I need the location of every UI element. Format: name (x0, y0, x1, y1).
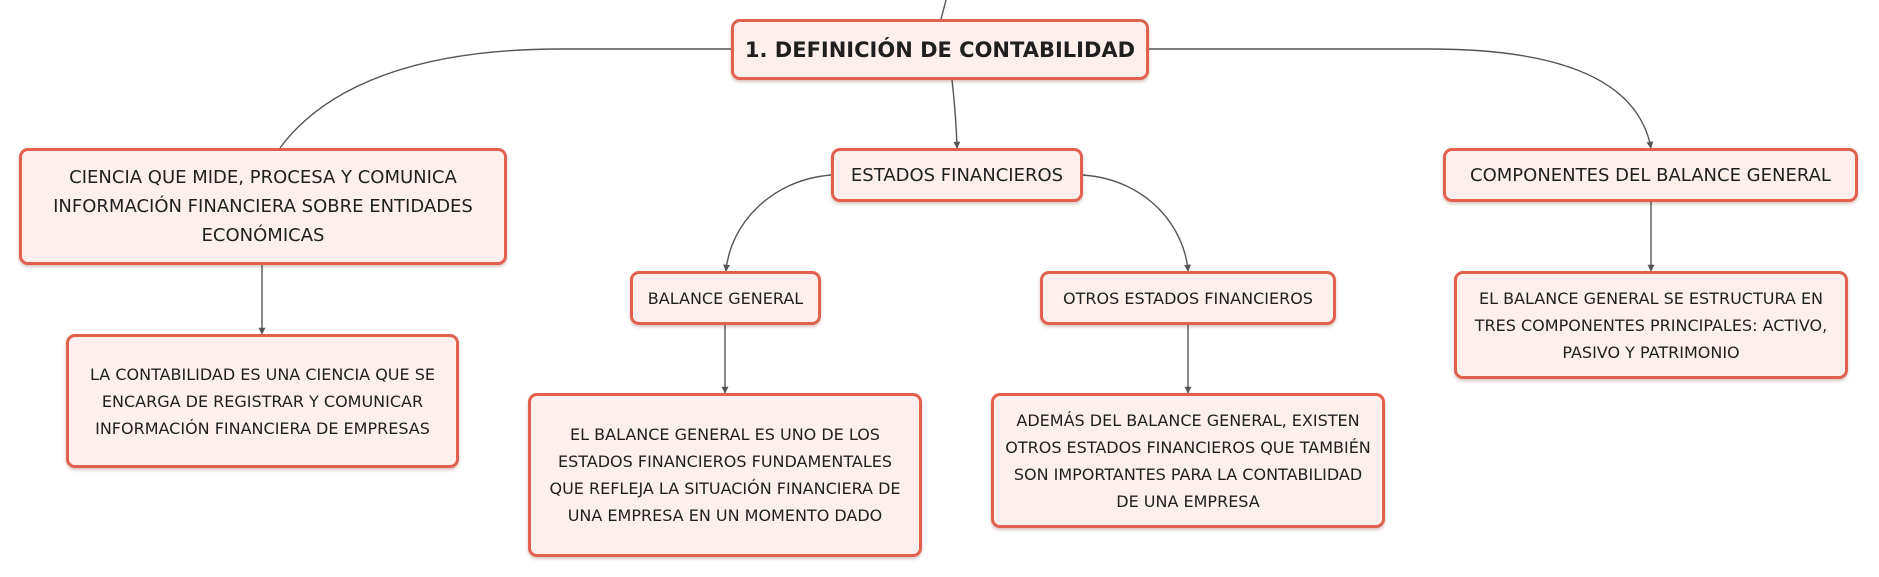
topic-otros-desc-label: ADEMÁS DEL BALANCE GENERAL, EXISTEN OTRO… (1005, 410, 1371, 511)
topic-contabilidad-desc[interactable]: LA CONTABILIDAD ES UNA CIENCIA QUE SE EN… (66, 334, 459, 468)
connector-root-componentes (1149, 48, 1654, 149)
topic-otros-desc[interactable]: ADEMÁS DEL BALANCE GENERAL, EXISTEN OTRO… (991, 393, 1385, 528)
root-topic-label: 1. DEFINICIÓN DE CONTABILIDAD (744, 37, 1136, 62)
topic-balance-general[interactable]: BALANCE GENERAL (630, 271, 821, 325)
topic-estados-financieros[interactable]: ESTADOS FINANCIEROS (831, 148, 1083, 202)
connector-root-ciencia (279, 48, 731, 149)
connector-parent-root (940, 0, 947, 20)
connector-estados-balance (723, 174, 832, 272)
topic-balance-desc-label: EL BALANCE GENERAL ES UNO DE LOS ESTADOS… (549, 425, 901, 525)
topic-otros-estados[interactable]: OTROS ESTADOS FINANCIEROS (1040, 271, 1336, 325)
root-topic-definicion[interactable]: 1. DEFINICIÓN DE CONTABILIDAD (731, 19, 1149, 80)
topic-ciencia[interactable]: CIENCIA QUE MIDE, PROCESA Y COMUNICA INF… (19, 148, 507, 265)
topic-balance-desc[interactable]: EL BALANCE GENERAL ES UNO DE LOS ESTADOS… (528, 393, 922, 557)
topic-balance-label: BALANCE GENERAL (647, 288, 804, 308)
topic-componentes[interactable]: COMPONENTES DEL BALANCE GENERAL (1443, 148, 1858, 202)
topic-contabilidad-desc-label: LA CONTABILIDAD ES UNA CIENCIA QUE SE EN… (90, 364, 435, 438)
connector-root-estados (951, 79, 961, 149)
topic-componentes-label: COMPONENTES DEL BALANCE GENERAL (1470, 164, 1831, 186)
topic-componentes-desc-label: EL BALANCE GENERAL SE ESTRUCTURA EN TRES… (1474, 288, 1828, 362)
topic-ciencia-label: CIENCIA QUE MIDE, PROCESA Y COMUNICA INF… (53, 167, 473, 246)
topic-componentes-desc[interactable]: EL BALANCE GENERAL SE ESTRUCTURA EN TRES… (1454, 271, 1848, 379)
topic-estados-label: ESTADOS FINANCIEROS (850, 164, 1064, 186)
topic-otros-label: OTROS ESTADOS FINANCIEROS (1063, 288, 1313, 308)
connector-estados-otros (1082, 174, 1192, 272)
